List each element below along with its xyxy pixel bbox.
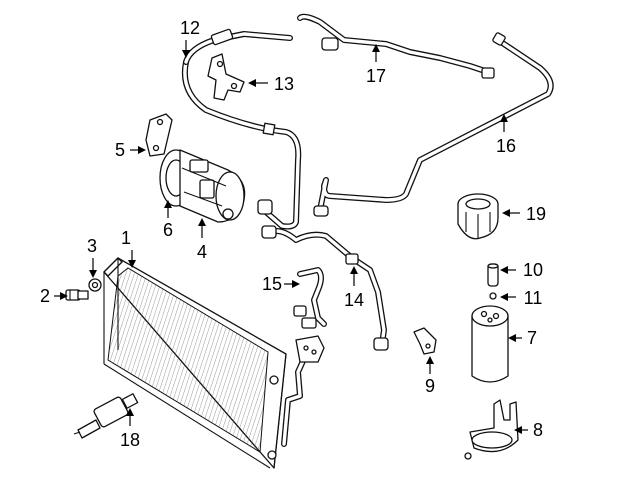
bolt-part (65, 289, 89, 301)
callout-10: 10 (500, 260, 543, 280)
callout-label: 2 (40, 286, 50, 306)
callout-1: 1 (121, 228, 136, 268)
callout-9: 9 (425, 356, 435, 396)
valve-part (487, 263, 499, 287)
bracket-part (145, 113, 173, 157)
discharge-hose-part (261, 225, 389, 351)
condenser-line-part (281, 335, 325, 447)
callout-label: 9 (425, 376, 435, 396)
callout-8: 8 (514, 420, 543, 440)
callout-label: 3 (87, 236, 97, 256)
callout-label: 5 (115, 140, 125, 160)
callout-label: 14 (344, 290, 364, 310)
callout-18: 18 (120, 408, 140, 450)
callout-14: 14 (344, 266, 364, 310)
drier-clamp-part (464, 399, 519, 460)
callout-label: 6 (163, 220, 173, 240)
callout-label: 18 (120, 430, 140, 450)
hose-bracket-part (207, 53, 245, 101)
callout-19: 19 (502, 204, 546, 224)
liquid-line-part (297, 13, 554, 217)
suction-hose-part (182, 28, 302, 230)
callout-label: 19 (526, 204, 546, 224)
callout-15: 15 (262, 274, 300, 294)
condenser-part (103, 257, 287, 469)
receiver-drier-part (471, 305, 509, 383)
callout-label: 1 (121, 228, 131, 248)
callout-label: 10 (523, 260, 543, 280)
callout-label: 13 (274, 74, 294, 94)
callout-label: 12 (180, 18, 200, 38)
o-ring-part (489, 292, 497, 300)
callout-11: 11 (500, 288, 542, 308)
grommet-part (88, 278, 102, 292)
callout-label: 7 (527, 328, 537, 348)
sensor-part (73, 393, 139, 439)
small-bracket-part (413, 327, 437, 355)
callout-3: 3 (87, 236, 97, 278)
callout-17: 17 (366, 44, 386, 86)
callout-label: 8 (533, 420, 543, 440)
callout-label: 17 (366, 66, 386, 86)
callout-label: 11 (524, 288, 543, 308)
filter-cap-part (457, 193, 499, 240)
callout-13: 13 (248, 74, 294, 94)
callout-label: 16 (496, 136, 516, 156)
callout-5: 5 (115, 140, 146, 160)
callout-16: 16 (496, 114, 516, 156)
compressor-part (159, 149, 246, 223)
callout-label: 15 (262, 274, 282, 294)
callout-label: 4 (197, 242, 207, 262)
callout-4: 4 (197, 218, 207, 262)
callout-2: 2 (40, 286, 68, 306)
callout-7: 7 (508, 328, 537, 348)
callout-12: 12 (180, 18, 200, 58)
callout-6: 6 (163, 200, 173, 240)
